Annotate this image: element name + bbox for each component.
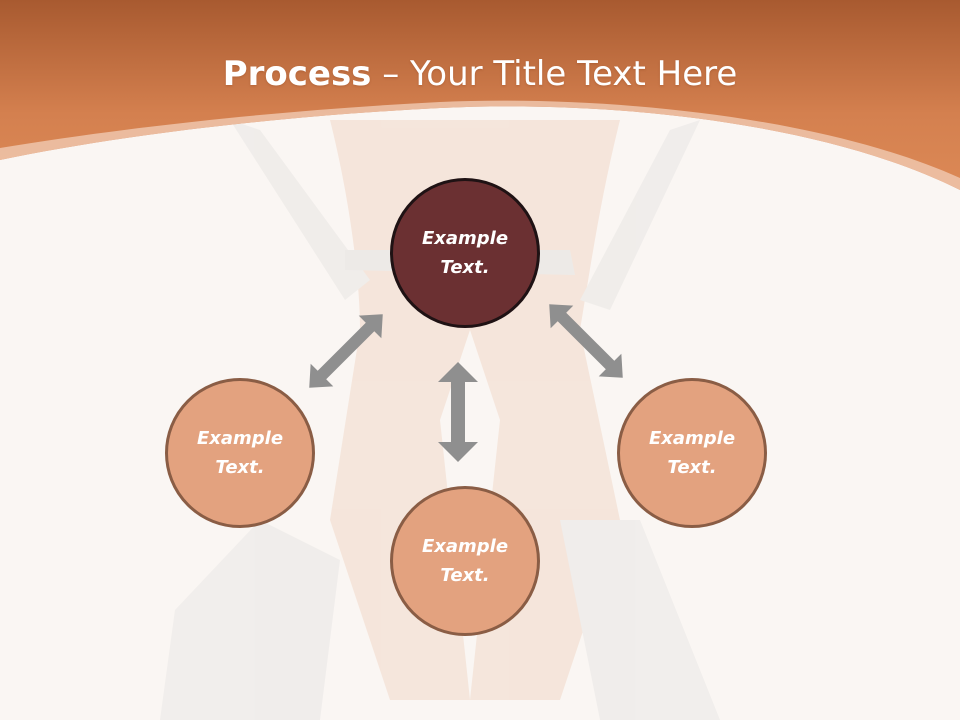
center-node-label: Example Text. — [421, 228, 509, 278]
arrow-center-bottom — [438, 362, 478, 462]
bottom-node-label: Example Text. — [421, 536, 509, 586]
center-node[interactable]: Example Text. — [390, 178, 540, 328]
slide-title: Process – Your Title Text Here — [0, 52, 960, 96]
arrow-center-right — [549, 304, 623, 378]
bottom-node[interactable]: Example Text. — [390, 486, 540, 636]
title-rest: – Your Title Text Here — [371, 54, 738, 94]
arrow-center-left — [309, 314, 383, 388]
left-node-label: Example Text. — [196, 428, 284, 478]
right-node-label: Example Text. — [648, 428, 736, 478]
header-band — [0, 0, 960, 190]
title-bold: Process — [222, 54, 372, 94]
right-node[interactable]: Example Text. — [617, 378, 767, 528]
left-node[interactable]: Example Text. — [165, 378, 315, 528]
